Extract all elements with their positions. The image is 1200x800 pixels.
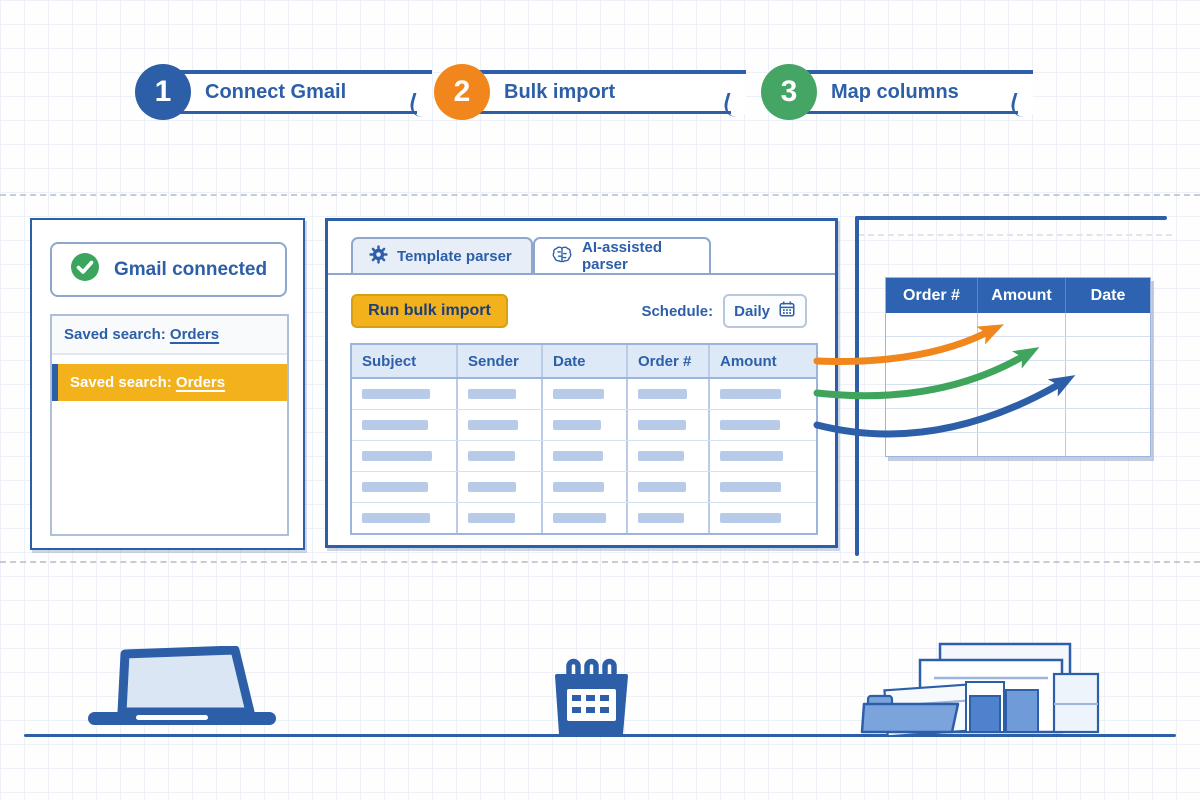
saved-search-item-selected[interactable]: Saved search: Orders bbox=[52, 364, 287, 401]
placeholder-row bbox=[352, 503, 816, 533]
step-1-label: Connect Gmail bbox=[205, 80, 347, 103]
step-3-map-columns: 3 Map columns bbox=[761, 64, 1033, 120]
placeholder-cell bbox=[628, 379, 710, 409]
step-1-banner bbox=[161, 70, 432, 114]
saved-search-value-link[interactable]: Orders bbox=[175, 374, 226, 391]
placeholder-cell bbox=[710, 410, 816, 440]
placeholder-cell bbox=[543, 503, 628, 533]
email-table-body bbox=[352, 379, 816, 533]
placeholder-cell bbox=[458, 472, 543, 502]
calendar-icon bbox=[778, 300, 796, 322]
column-header-amount: Amount bbox=[720, 352, 777, 370]
placeholder-cell bbox=[543, 379, 628, 409]
mapped-table-body bbox=[886, 313, 1150, 456]
calendar-icon bbox=[548, 658, 634, 743]
placeholder-cell bbox=[352, 410, 458, 440]
placeholder-cell bbox=[710, 503, 816, 533]
placeholder-row bbox=[352, 410, 816, 441]
placeholder-cell bbox=[628, 472, 710, 502]
documents-icon bbox=[858, 640, 1103, 741]
placeholder-cell bbox=[352, 503, 458, 533]
column-header-amount: Amount bbox=[978, 278, 1066, 313]
schedule-control: Schedule: Daily bbox=[641, 294, 807, 328]
placeholder-cell bbox=[543, 441, 628, 471]
placeholder-cell bbox=[458, 441, 543, 471]
placeholder-cell bbox=[710, 379, 816, 409]
placeholder-cell bbox=[628, 410, 710, 440]
tab-ai-assisted-parser-label: AI-assisted parser bbox=[582, 239, 663, 273]
step-2-label: Bulk import bbox=[504, 80, 616, 103]
top-dashed-divider bbox=[0, 194, 1200, 196]
tab-template-parser-label: Template parser bbox=[397, 247, 512, 265]
saved-search-item[interactable]: Saved search: Orders bbox=[52, 316, 287, 355]
mapped-columns-table: Order # Amount Date bbox=[885, 277, 1151, 457]
placeholder-cell bbox=[352, 472, 458, 502]
placeholder-row bbox=[352, 441, 816, 472]
empty-row bbox=[886, 337, 1150, 361]
placeholder-cell bbox=[352, 379, 458, 409]
step-3-banner bbox=[787, 70, 1033, 114]
empty-row bbox=[886, 433, 1150, 456]
run-bulk-import-button[interactable]: Run bulk import bbox=[351, 294, 508, 328]
placeholder-row bbox=[352, 472, 816, 503]
column-header-order: Order # bbox=[628, 345, 710, 377]
schedule-label: Schedule: bbox=[641, 302, 714, 320]
empty-row bbox=[886, 409, 1150, 433]
column-header-subject: Subject bbox=[352, 345, 458, 377]
gear-icon bbox=[369, 244, 388, 268]
brain-icon bbox=[551, 245, 573, 268]
column-header-date: Date bbox=[1090, 286, 1126, 304]
placeholder-cell bbox=[458, 379, 543, 409]
step-2-number-badge: 2 bbox=[434, 64, 490, 120]
saved-search-value-link[interactable]: Orders bbox=[169, 326, 220, 343]
placeholder-cell bbox=[543, 472, 628, 502]
placeholder-cell bbox=[458, 410, 543, 440]
empty-row bbox=[886, 361, 1150, 385]
gmail-panel: Gmail connected Saved search: Orders Sav… bbox=[30, 218, 305, 550]
email-preview-table: Subject Sender Date Order # Amount bbox=[350, 343, 818, 535]
column-header-date: Date bbox=[543, 345, 628, 377]
saved-search-label: Saved search: bbox=[64, 326, 166, 343]
step-2-bulk-import: 2 Bulk import bbox=[434, 64, 746, 120]
step-1-number-badge: 1 bbox=[135, 64, 191, 120]
step-3-number-badge: 3 bbox=[761, 64, 817, 120]
placeholder-cell bbox=[352, 441, 458, 471]
placeholder-cell bbox=[543, 410, 628, 440]
saved-search-label: Saved search: bbox=[70, 374, 172, 391]
placeholder-row bbox=[352, 379, 816, 410]
empty-row bbox=[886, 313, 1150, 337]
right-panel-dashed-edge bbox=[858, 234, 1172, 236]
saved-search-list: Saved search: Orders Saved search: Order… bbox=[50, 314, 289, 536]
mapped-table-header: Order # Amount Date bbox=[886, 278, 1150, 313]
gmail-connected-label: Gmail connected bbox=[114, 258, 268, 280]
bottom-dashed-divider bbox=[0, 561, 1200, 563]
map-panel-top-border bbox=[855, 216, 1167, 220]
placeholder-cell bbox=[710, 472, 816, 502]
placeholder-cell bbox=[458, 503, 543, 533]
placeholder-cell bbox=[628, 441, 710, 471]
column-header-order: Order # bbox=[886, 278, 978, 313]
bulk-import-panel: Template parser AI-assisted parser Run b… bbox=[325, 218, 838, 548]
step-1-connect-gmail: 1 Connect Gmail bbox=[135, 64, 432, 120]
map-panel-left-border bbox=[855, 216, 859, 556]
tab-ai-assisted-parser[interactable]: AI-assisted parser bbox=[533, 237, 711, 275]
email-table-header: Subject Sender Date Order # Amount bbox=[352, 345, 816, 379]
step-3-label: Map columns bbox=[831, 80, 959, 103]
schedule-dropdown[interactable]: Daily bbox=[723, 294, 807, 328]
laptop-icon bbox=[88, 645, 278, 743]
empty-row bbox=[886, 385, 1150, 409]
placeholder-cell bbox=[628, 503, 710, 533]
step-2-banner bbox=[460, 70, 746, 114]
schedule-value: Daily bbox=[734, 302, 770, 320]
gmail-connected-status: Gmail connected bbox=[50, 242, 287, 297]
column-header-sender: Sender bbox=[458, 345, 543, 377]
placeholder-cell bbox=[710, 441, 816, 471]
tab-template-parser[interactable]: Template parser bbox=[351, 237, 533, 275]
check-circle-icon bbox=[70, 252, 100, 287]
